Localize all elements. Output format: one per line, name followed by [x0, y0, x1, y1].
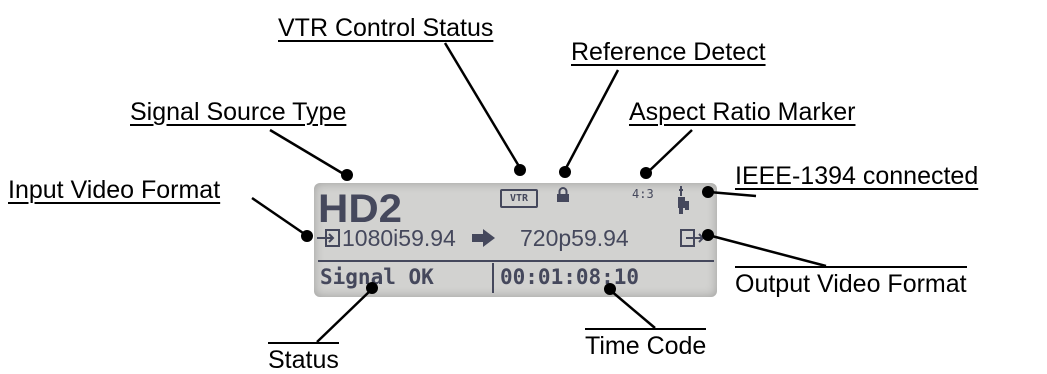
- signal-source-type: HD2: [318, 187, 403, 231]
- leader-dot-vtr: [514, 164, 526, 176]
- leader-line-vtr: [443, 42, 522, 169]
- ieee1394-plug-icon: [678, 186, 689, 214]
- leader-dot-time-code: [604, 283, 616, 295]
- callout-ieee1394-connected: IEEE-1394 connected: [735, 162, 979, 190]
- leader-line-aspect: [646, 129, 693, 174]
- leader-line-ieee1394: [708, 190, 757, 198]
- input-arrow-box-icon: [317, 229, 340, 247]
- leader-line-signal-source: [269, 128, 348, 178]
- leader-line-reference: [563, 69, 620, 171]
- callout-signal-source-type: Signal Source Type: [130, 98, 347, 126]
- callout-time-code: Time Code: [585, 328, 707, 360]
- lcd-divider-vertical: [492, 263, 494, 293]
- lcd-display: HD2 VTR 4:3 1080i59.94 720p59.94 Signal …: [314, 183, 717, 297]
- leader-dot-output-format: [702, 229, 714, 241]
- leader-line-status: [316, 289, 372, 343]
- leader-dot-input-format: [301, 230, 313, 242]
- input-video-format: 1080i59.94: [342, 225, 456, 251]
- aspect-ratio-marker: 4:3: [632, 187, 654, 201]
- leader-line-output-format: [707, 233, 827, 268]
- vtr-control-status-badge: VTR: [500, 189, 538, 208]
- callout-status: Status: [268, 342, 339, 374]
- callout-output-video-format: Output Video Format: [735, 266, 967, 298]
- callout-vtr-control-status: VTR Control Status: [278, 14, 494, 42]
- leader-dot-status: [366, 282, 378, 294]
- right-arrow-icon: [472, 229, 495, 247]
- leader-dot-signal-source: [341, 169, 353, 181]
- output-video-format: 720p59.94: [520, 225, 629, 251]
- lcd-divider-horizontal: [318, 260, 714, 262]
- leader-dot-ieee1394: [702, 186, 714, 198]
- time-code: 00:01:08:10: [500, 265, 640, 289]
- callout-input-video-format: Input Video Format: [8, 176, 221, 204]
- leader-line-time-code: [609, 289, 656, 329]
- callout-aspect-ratio-marker: Aspect Ratio Marker: [629, 98, 856, 126]
- leader-dot-aspect: [640, 167, 652, 179]
- leader-line-input-format: [251, 196, 307, 237]
- lock-icon: [557, 187, 569, 202]
- leader-dot-reference: [559, 166, 571, 178]
- callout-reference-detect: Reference Detect: [571, 38, 766, 66]
